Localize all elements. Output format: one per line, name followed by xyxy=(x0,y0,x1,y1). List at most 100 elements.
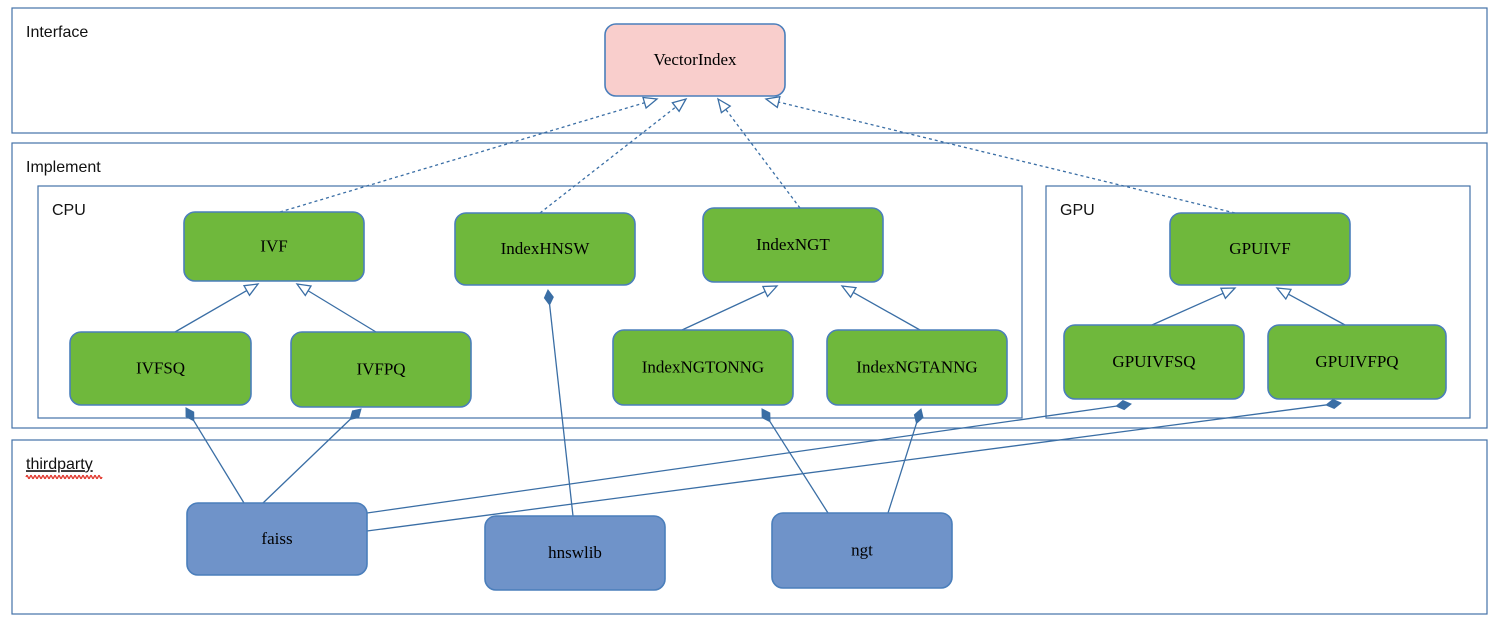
node-IndexNGT[interactable]: IndexNGT xyxy=(702,207,884,283)
composition-diamond-e13 xyxy=(1115,400,1132,411)
edge-faiss-to-GPUIVFPQ xyxy=(366,398,1342,532)
hollow-triangle-e8 xyxy=(840,285,858,299)
node-label-IndexNGT: IndexNGT xyxy=(756,235,830,254)
node-IndexNGTONNG[interactable]: IndexNGTONNG xyxy=(612,329,794,406)
node-label-GPUIVFPQ: GPUIVFPQ xyxy=(1315,352,1398,371)
node-label-IndexNGTANNG: IndexNGTANNG xyxy=(856,357,977,376)
node-box-GPUIVFSQ[interactable] xyxy=(1063,324,1245,400)
edge-line-e9 xyxy=(1151,292,1224,326)
edge-IVF-to-VectorIndex xyxy=(279,96,659,213)
node-box-GPUIVFPQ[interactable] xyxy=(1267,324,1447,400)
node-IVFSQ[interactable]: IVFSQ xyxy=(69,331,252,406)
group-label-interface: Interface xyxy=(26,24,88,41)
node-box-IndexHNSW[interactable] xyxy=(454,212,636,286)
node-box-GPUIVF[interactable] xyxy=(1169,212,1351,286)
spellcheck-underline-thirdparty xyxy=(25,474,103,480)
composition-diamond-e16 xyxy=(761,408,771,423)
edge-line-e17 xyxy=(887,423,918,514)
edge-line-e8 xyxy=(853,291,921,331)
edge-line-e11 xyxy=(193,420,245,504)
node-box-IndexNGT[interactable] xyxy=(702,207,884,283)
edge-GPUIVF-to-VectorIndex xyxy=(764,95,1236,214)
node-label-IVFSQ: IVFSQ xyxy=(136,358,185,377)
hollow-triangle-e10 xyxy=(1275,287,1293,301)
composition-diamond-e14 xyxy=(1325,398,1342,409)
node-VectorIndex[interactable]: VectorIndex xyxy=(604,23,786,97)
edge-line-e5 xyxy=(174,289,248,333)
composition-diamond-e15 xyxy=(543,289,554,306)
composition-diamond-e17 xyxy=(913,408,924,425)
node-box-IVFSQ[interactable] xyxy=(69,331,252,406)
edge-IndexHNSW-to-VectorIndex xyxy=(539,97,688,214)
hollow-triangle-e2 xyxy=(671,97,688,113)
node-label-hnswlib: hnswlib xyxy=(548,543,602,562)
composition-diamond-e11 xyxy=(185,407,195,422)
edge-faiss-to-IVFPQ xyxy=(262,408,362,504)
edge-line-e10 xyxy=(1288,293,1346,326)
node-box-ngt[interactable] xyxy=(771,512,953,589)
node-faiss[interactable]: faiss xyxy=(186,502,368,576)
group-label-cpu: CPU xyxy=(52,202,86,219)
edge-GPUIVFPQ-to-GPUIVF xyxy=(1275,287,1346,326)
node-label-GPUIVFSQ: GPUIVFSQ xyxy=(1112,352,1195,371)
edge-line-e15 xyxy=(549,304,574,517)
hollow-triangle-e3 xyxy=(716,97,732,114)
edge-line-e7 xyxy=(681,290,766,331)
node-IVF[interactable]: IVF xyxy=(183,211,365,282)
edge-line-e3 xyxy=(725,108,801,209)
edge-IndexNGT-to-VectorIndex xyxy=(716,97,801,209)
edge-line-e2 xyxy=(539,106,677,214)
node-label-ngt: ngt xyxy=(851,540,873,559)
node-hnswlib[interactable]: hnswlib xyxy=(484,515,666,591)
edges-layer xyxy=(174,95,1346,532)
node-box-IndexNGTONNG[interactable] xyxy=(612,329,794,406)
node-GPUIVFSQ[interactable]: GPUIVFSQ xyxy=(1063,324,1245,400)
node-IndexNGTANNG[interactable]: IndexNGTANNG xyxy=(826,329,1008,406)
group-label-implement: Implement xyxy=(26,159,101,176)
edge-IVFSQ-to-IVF xyxy=(174,283,260,333)
node-box-IVF[interactable] xyxy=(183,211,365,282)
node-label-IndexNGTONNG: IndexNGTONNG xyxy=(642,357,764,376)
node-IVFPQ[interactable]: IVFPQ xyxy=(290,331,472,408)
hollow-triangle-e5 xyxy=(242,283,260,297)
edge-line-e6 xyxy=(307,290,377,333)
edge-line-e13 xyxy=(366,405,1117,514)
node-GPUIVFPQ[interactable]: GPUIVFPQ xyxy=(1267,324,1447,400)
edge-line-e12 xyxy=(262,418,351,504)
node-label-VectorIndex: VectorIndex xyxy=(653,50,737,69)
node-IndexHNSW[interactable]: IndexHNSW xyxy=(454,212,636,286)
edge-ngt-to-IndexNGTONNG xyxy=(761,408,829,514)
hollow-triangle-e1 xyxy=(642,96,659,110)
edge-line-e4 xyxy=(778,101,1236,214)
node-label-IndexHNSW: IndexHNSW xyxy=(501,239,591,258)
node-GPUIVF[interactable]: GPUIVF xyxy=(1169,212,1351,286)
node-ngt[interactable]: ngt xyxy=(771,512,953,589)
group-label-gpu: GPU xyxy=(1060,202,1095,219)
edge-faiss-to-IVFSQ xyxy=(185,407,245,504)
edge-IVFPQ-to-IVF xyxy=(295,283,377,333)
edge-hnswlib-to-IndexHNSW xyxy=(543,289,574,517)
edge-faiss-to-GPUIVFSQ xyxy=(366,400,1132,514)
node-box-VectorIndex[interactable] xyxy=(604,23,786,97)
node-box-IVFPQ[interactable] xyxy=(290,331,472,408)
edge-IndexNGTANNG-to-IndexNGT xyxy=(840,285,921,331)
node-label-IVF: IVF xyxy=(260,236,287,255)
hollow-triangle-e6 xyxy=(295,283,313,297)
hollow-triangle-e9 xyxy=(1219,287,1237,300)
composition-diamond-e12 xyxy=(349,408,362,421)
node-label-faiss: faiss xyxy=(261,529,292,548)
node-box-IndexNGTANNG[interactable] xyxy=(826,329,1008,406)
node-box-hnswlib[interactable] xyxy=(484,515,666,591)
hollow-triangle-e7 xyxy=(761,285,779,298)
edge-line-e16 xyxy=(769,421,829,514)
hollow-triangle-e4 xyxy=(764,95,781,109)
node-box-faiss[interactable] xyxy=(186,502,368,576)
edge-ngt-to-IndexNGTANNG xyxy=(887,408,924,514)
edge-line-e14 xyxy=(366,404,1327,532)
node-label-GPUIVF: GPUIVF xyxy=(1229,239,1290,258)
group-label-thirdparty: thirdparty xyxy=(26,456,93,473)
edge-IndexNGTONNG-to-IndexNGT xyxy=(681,285,779,331)
